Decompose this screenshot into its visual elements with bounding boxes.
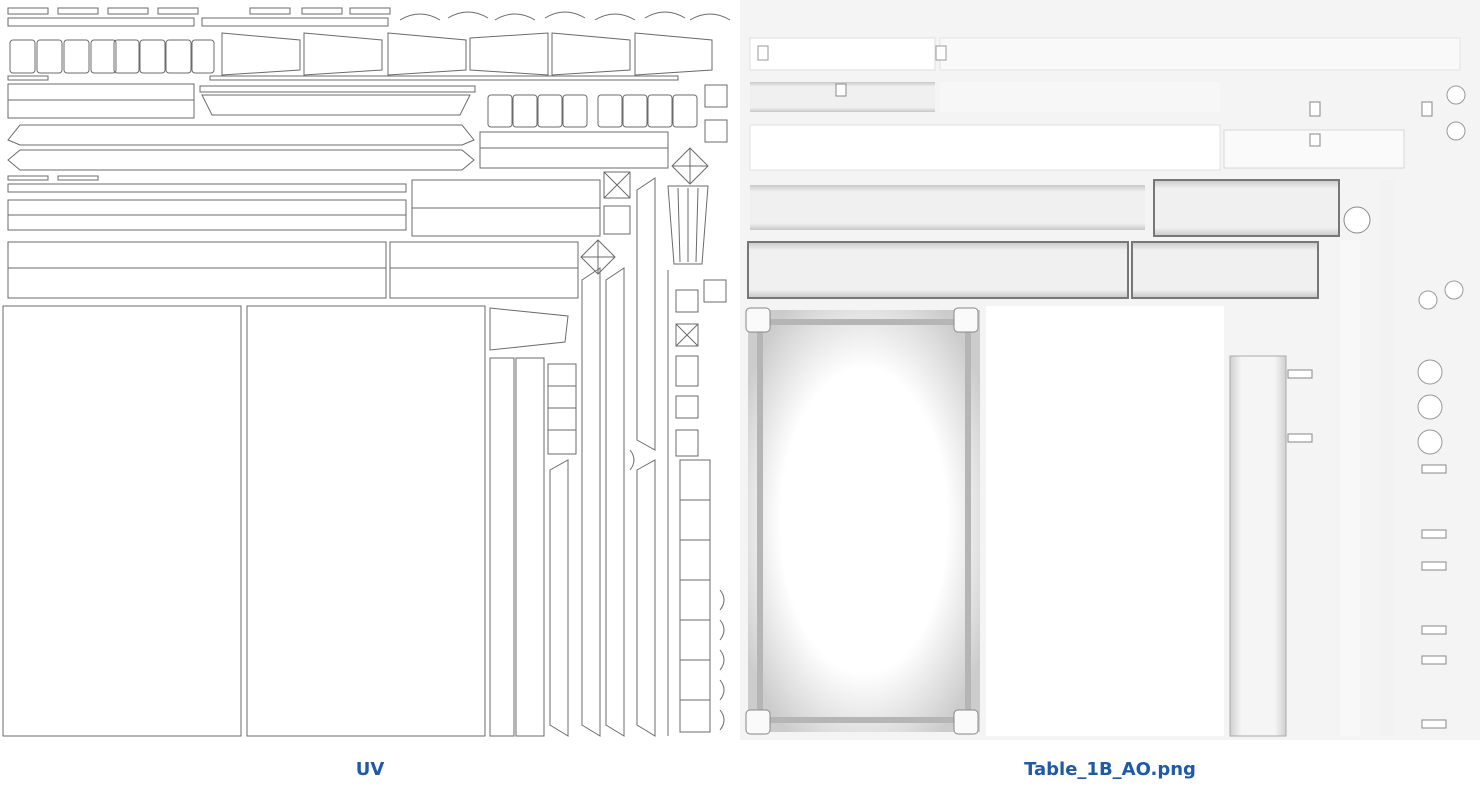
ao-texture-render [740,0,1480,740]
uv-layout-image [0,0,740,740]
uv-caption: UV [355,759,385,780]
uv-wireframe [2,7,731,737]
ao-texture-image [740,0,1480,740]
ao-texture-caption: Table_1B_AO.png [1024,759,1196,780]
